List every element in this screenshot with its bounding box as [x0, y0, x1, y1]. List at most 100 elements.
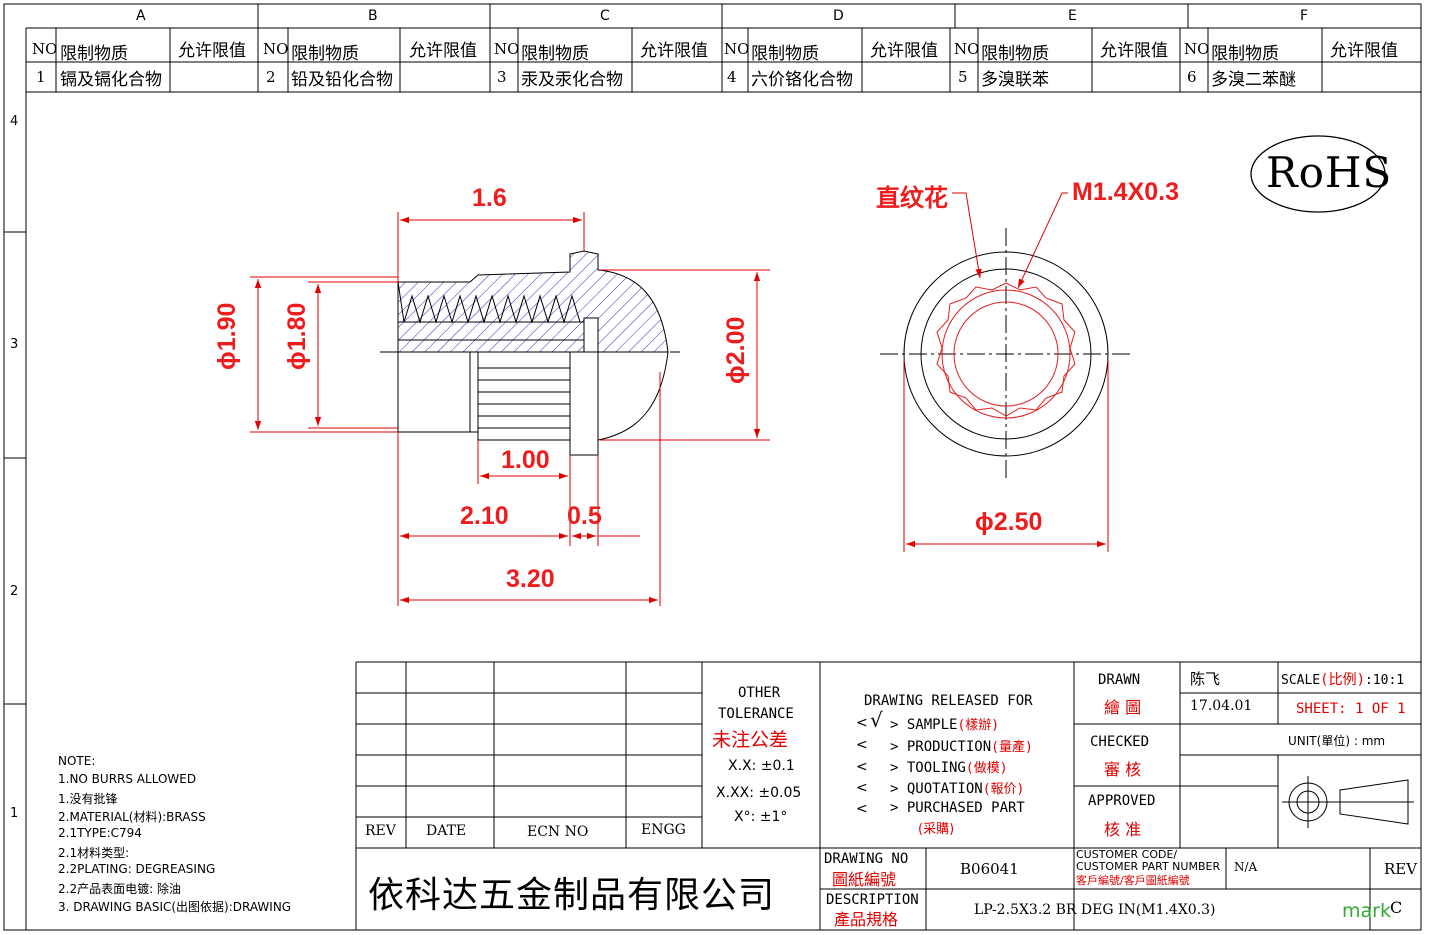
dim-knurl-length: 1.00	[501, 446, 550, 474]
zone-col-d: D	[833, 8, 844, 24]
scale-field: SCALE(比例):10:1	[1281, 672, 1405, 688]
release-option-tooling[interactable]: > TOOLING(做模)	[890, 760, 1008, 776]
col-limit-header: 允许限值	[1100, 41, 1168, 61]
approved-label-cn: 核 准	[1104, 820, 1142, 839]
end-view	[880, 228, 1130, 480]
callout-thread-spec: M1.4X0.3	[1072, 178, 1180, 206]
engg-header: ENGG	[641, 822, 686, 838]
projection-symbol	[1282, 776, 1414, 828]
dim-dia-190: ϕ1.90	[213, 302, 241, 370]
col-name-header: 限制物质	[1211, 44, 1279, 64]
substance-no: 4	[727, 68, 737, 86]
release-bracket-open: <	[856, 715, 868, 731]
note-line: 1.没有批锋	[58, 792, 118, 806]
col-limit-header: 允许限值	[409, 41, 477, 61]
side-view	[380, 250, 680, 456]
end-view-thread	[936, 282, 1076, 419]
drawing-no-label: DRAWING NO	[824, 851, 909, 867]
dim-total-length: 3.20	[506, 565, 555, 593]
zone-row-1: 1	[10, 806, 19, 821]
drawn-date: 17.04.01	[1190, 698, 1253, 714]
zone-row-2: 2	[10, 584, 19, 599]
substance-name: 六价铬化合物	[751, 70, 853, 90]
col-name-header: 限制物质	[60, 44, 128, 64]
sheet-field: SHEET: 1 OF 1	[1296, 701, 1406, 717]
note-line: 2.1TYPE:C794	[58, 826, 142, 840]
drawer-name: 陈飞	[1190, 670, 1221, 688]
substance-no: 3	[497, 68, 507, 86]
drawing-frame	[3, 3, 1422, 931]
substance-name: 镉及镉化合物	[60, 70, 162, 90]
col-no-header: NO	[32, 40, 58, 58]
substance-name: 汞及汞化合物	[521, 70, 623, 90]
rev-label: REV	[1384, 860, 1418, 878]
substance-no: 2	[266, 68, 276, 86]
release-option-purchased[interactable]: > PURCHASED PART	[890, 800, 1025, 816]
note-line: 2.2PLATING: DEGREASING	[58, 862, 216, 876]
tolerance-title-1: OTHER	[738, 685, 781, 701]
dim-dia-180: ϕ1.80	[283, 302, 311, 370]
dim-dia-200: ϕ2.00	[722, 316, 750, 384]
col-no-header: NO	[724, 40, 750, 58]
side-view-dimensions	[250, 212, 770, 606]
substance-name: 铅及铅化合物	[291, 70, 393, 90]
title-block-grid	[355, 661, 1421, 930]
release-option-quotation[interactable]: > QUOTATION(報价)	[890, 781, 1025, 797]
zone-row-4: 4	[10, 114, 19, 129]
description-value: LP-2.5X3.2 BR DEG IN(M1.4X0.3)	[974, 902, 1216, 918]
tolerance-two-decimal: X.XX: ±0.05	[716, 785, 802, 801]
watermark: mark	[1342, 900, 1391, 922]
note-line: 2.MATERIAL(材料):BRASS	[58, 810, 206, 824]
zone-col-f: F	[1300, 8, 1309, 24]
checkmark-icon: √	[870, 708, 883, 732]
callout-straight-knurl: 直纹花	[876, 184, 948, 212]
release-option-production[interactable]: > PRODUCTION(量產)	[890, 739, 1033, 755]
description-label-cn: 產品規格	[834, 910, 899, 929]
rohs-mark: RoHS	[1266, 148, 1393, 197]
customer-label-1: CUSTOMER CODE/	[1076, 848, 1178, 861]
col-no-header: NO	[954, 40, 980, 58]
col-limit-header: 允许限值	[640, 41, 708, 61]
release-option-purchased-cn: (采購)	[918, 822, 955, 837]
col-name-header: 限制物质	[291, 44, 359, 64]
checked-label: CHECKED	[1090, 734, 1150, 750]
note-line: 3. DRAWING BASIC(出图依据):DRAWING	[58, 900, 292, 914]
col-name-header: 限制物质	[521, 44, 589, 64]
col-no-header: NO	[1184, 40, 1210, 58]
rev-header: REV	[365, 823, 396, 839]
substance-name: 多溴联苯	[981, 70, 1049, 90]
dim-body-length: 2.10	[460, 502, 509, 530]
tolerance-title-2: TOLERANCE	[718, 706, 794, 722]
note-line: 2.2产品表面电镀: 除油	[58, 882, 181, 896]
end-view-dimensions	[903, 192, 1109, 552]
thread-teeth	[397, 281, 581, 324]
customer-label-cn: 客戶編號/客戶圖紙編號	[1076, 874, 1190, 887]
zone-col-b: B	[368, 8, 378, 24]
release-title: DRAWING RELEASED FOR	[864, 693, 1033, 709]
tolerance-title-cn: 未注公差	[712, 729, 789, 751]
zone-col-a: A	[136, 8, 146, 24]
col-limit-header: 允许限值	[1330, 41, 1398, 61]
note-line: 2.1材料类型:	[58, 846, 130, 860]
col-no-header: NO	[263, 40, 289, 58]
customer-label-2: CUSTOMER PART NUMBER	[1076, 860, 1221, 873]
substances-table-grid	[26, 28, 1421, 93]
rev-value: C	[1390, 898, 1403, 917]
drawing-no-label-cn: 圖紙編號	[832, 870, 897, 889]
col-limit-header: 允许限值	[178, 41, 246, 61]
release-option-sample[interactable]: > SAMPLE(樣辦)	[890, 717, 1000, 733]
dim-dia-250: ϕ2.50	[975, 508, 1043, 536]
note-line: 1.NO BURRS ALLOWED	[58, 772, 197, 786]
rohs-ellipse	[1250, 135, 1386, 213]
date-header: DATE	[426, 823, 467, 839]
unit-field: UNIT(單位) : mm	[1288, 734, 1386, 748]
zone-col-e: E	[1068, 8, 1077, 24]
zone-row-3: 3	[10, 337, 19, 352]
drawing-no-value: B06041	[960, 860, 1019, 878]
section-hatch	[397, 250, 669, 353]
tolerance-one-decimal: X.X: ±0.1	[728, 758, 795, 774]
company-name: 依科达五金制品有限公司	[368, 875, 776, 916]
checked-label-cn: 審 核	[1104, 760, 1142, 779]
substance-no: 1	[36, 68, 46, 86]
